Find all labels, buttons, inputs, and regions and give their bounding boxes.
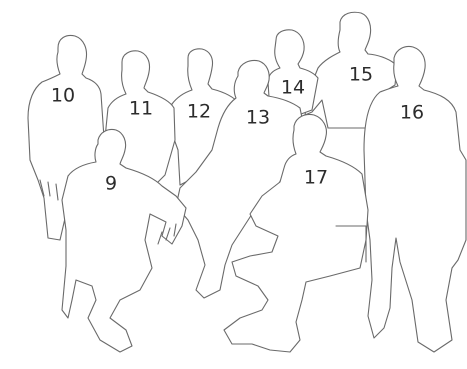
person-17-number: 17 xyxy=(304,167,328,189)
person-10-number: 10 xyxy=(51,85,75,107)
person-15-number: 15 xyxy=(349,64,373,86)
person-16-silhouette xyxy=(364,46,466,352)
person-9-number: 9 xyxy=(105,173,117,195)
person-11-number: 11 xyxy=(129,98,153,120)
person-14-number: 14 xyxy=(281,77,305,99)
person-16-number: 16 xyxy=(400,102,424,124)
person-13-number: 13 xyxy=(246,107,270,129)
person-12-number: 12 xyxy=(187,101,211,123)
